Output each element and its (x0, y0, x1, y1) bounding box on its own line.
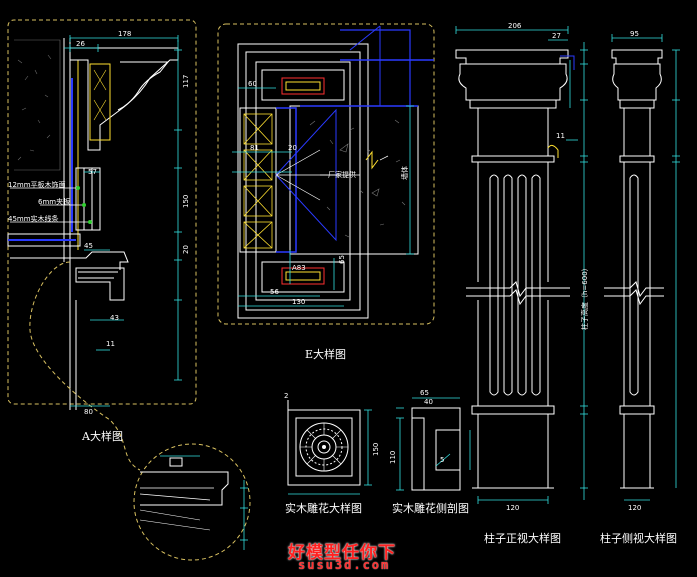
note-flat-panel: 12mm平板木饰面 (8, 181, 66, 189)
dim-e-60: 60 (248, 80, 257, 88)
title-e: E大样图 (305, 348, 347, 361)
title-carving-section: 实木雕花侧剖图 (392, 502, 469, 515)
dim-a-r3: 20 (182, 245, 190, 254)
dim-sec-5: 5 (440, 456, 445, 464)
dim-a-26: 26 (76, 40, 85, 48)
column-side-dims (611, 34, 680, 501)
note-column-height: 柱子高度（h=600） (581, 264, 589, 330)
dim-a-57: 57 (88, 168, 97, 176)
watermark-url: susu3d.com (298, 558, 391, 572)
dim-sec-40: 40 (424, 398, 433, 406)
dim-sec-65: 65 (420, 389, 429, 397)
panel-e (217, 23, 435, 325)
note-wood-trim: 45mm实木线条 (8, 215, 59, 223)
dim-carve-150: 150 (372, 442, 380, 456)
column-front-dims (455, 26, 588, 504)
column-side (604, 49, 664, 489)
dim-col-27: 27 (552, 32, 561, 40)
carving-plan (287, 400, 372, 495)
wall-hatch (14, 39, 61, 171)
dim-e-130: 130 (292, 298, 306, 306)
watermark-name: 好模型任你下 (288, 543, 396, 563)
panel-a-frame (7, 19, 197, 405)
dim-e-65: 65 (338, 255, 346, 264)
dim-e-h: A83 (292, 264, 306, 272)
title-a: A大样图 (82, 430, 123, 443)
note-plywood: 6mm夹板 (38, 198, 71, 206)
title-carving: 实木雕花大样图 (285, 502, 362, 515)
dim-a-r2: 150 (182, 194, 190, 208)
detail-circle (133, 443, 251, 561)
dim-a-r1: 117 (182, 74, 190, 88)
column-front (455, 49, 575, 489)
dim-a-top: 178 (118, 30, 132, 38)
dim-e-81: 81 (250, 144, 259, 152)
dim-col-120: 120 (506, 504, 520, 512)
dim-a-43: 43 (110, 314, 119, 322)
note-supplier: 厂家提供 (328, 171, 356, 179)
note-wall: 墙体 (401, 166, 409, 180)
dim-side-95: 95 (630, 30, 639, 38)
dim-col-206: 206 (508, 22, 522, 30)
dim-carve-2: 2 (284, 392, 289, 400)
title-column-front: 柱子正视大样图 (484, 532, 561, 545)
panel-a (7, 19, 197, 471)
dim-col-11: 11 (556, 132, 565, 140)
dim-e-56: 56 (270, 288, 279, 296)
dim-a-45: 45 (84, 242, 93, 250)
dim-a-11: 11 (106, 340, 115, 348)
dim-a-80: 80 (84, 408, 93, 416)
watermark: 好模型任你下 susu3d.com (288, 538, 410, 576)
carving-section (396, 397, 471, 491)
dim-e-20: 20 (288, 144, 297, 152)
title-column-side: 柱子侧视大样图 (600, 532, 677, 545)
dim-side-120: 120 (628, 504, 642, 512)
dim-sec-110: 110 (389, 450, 397, 464)
